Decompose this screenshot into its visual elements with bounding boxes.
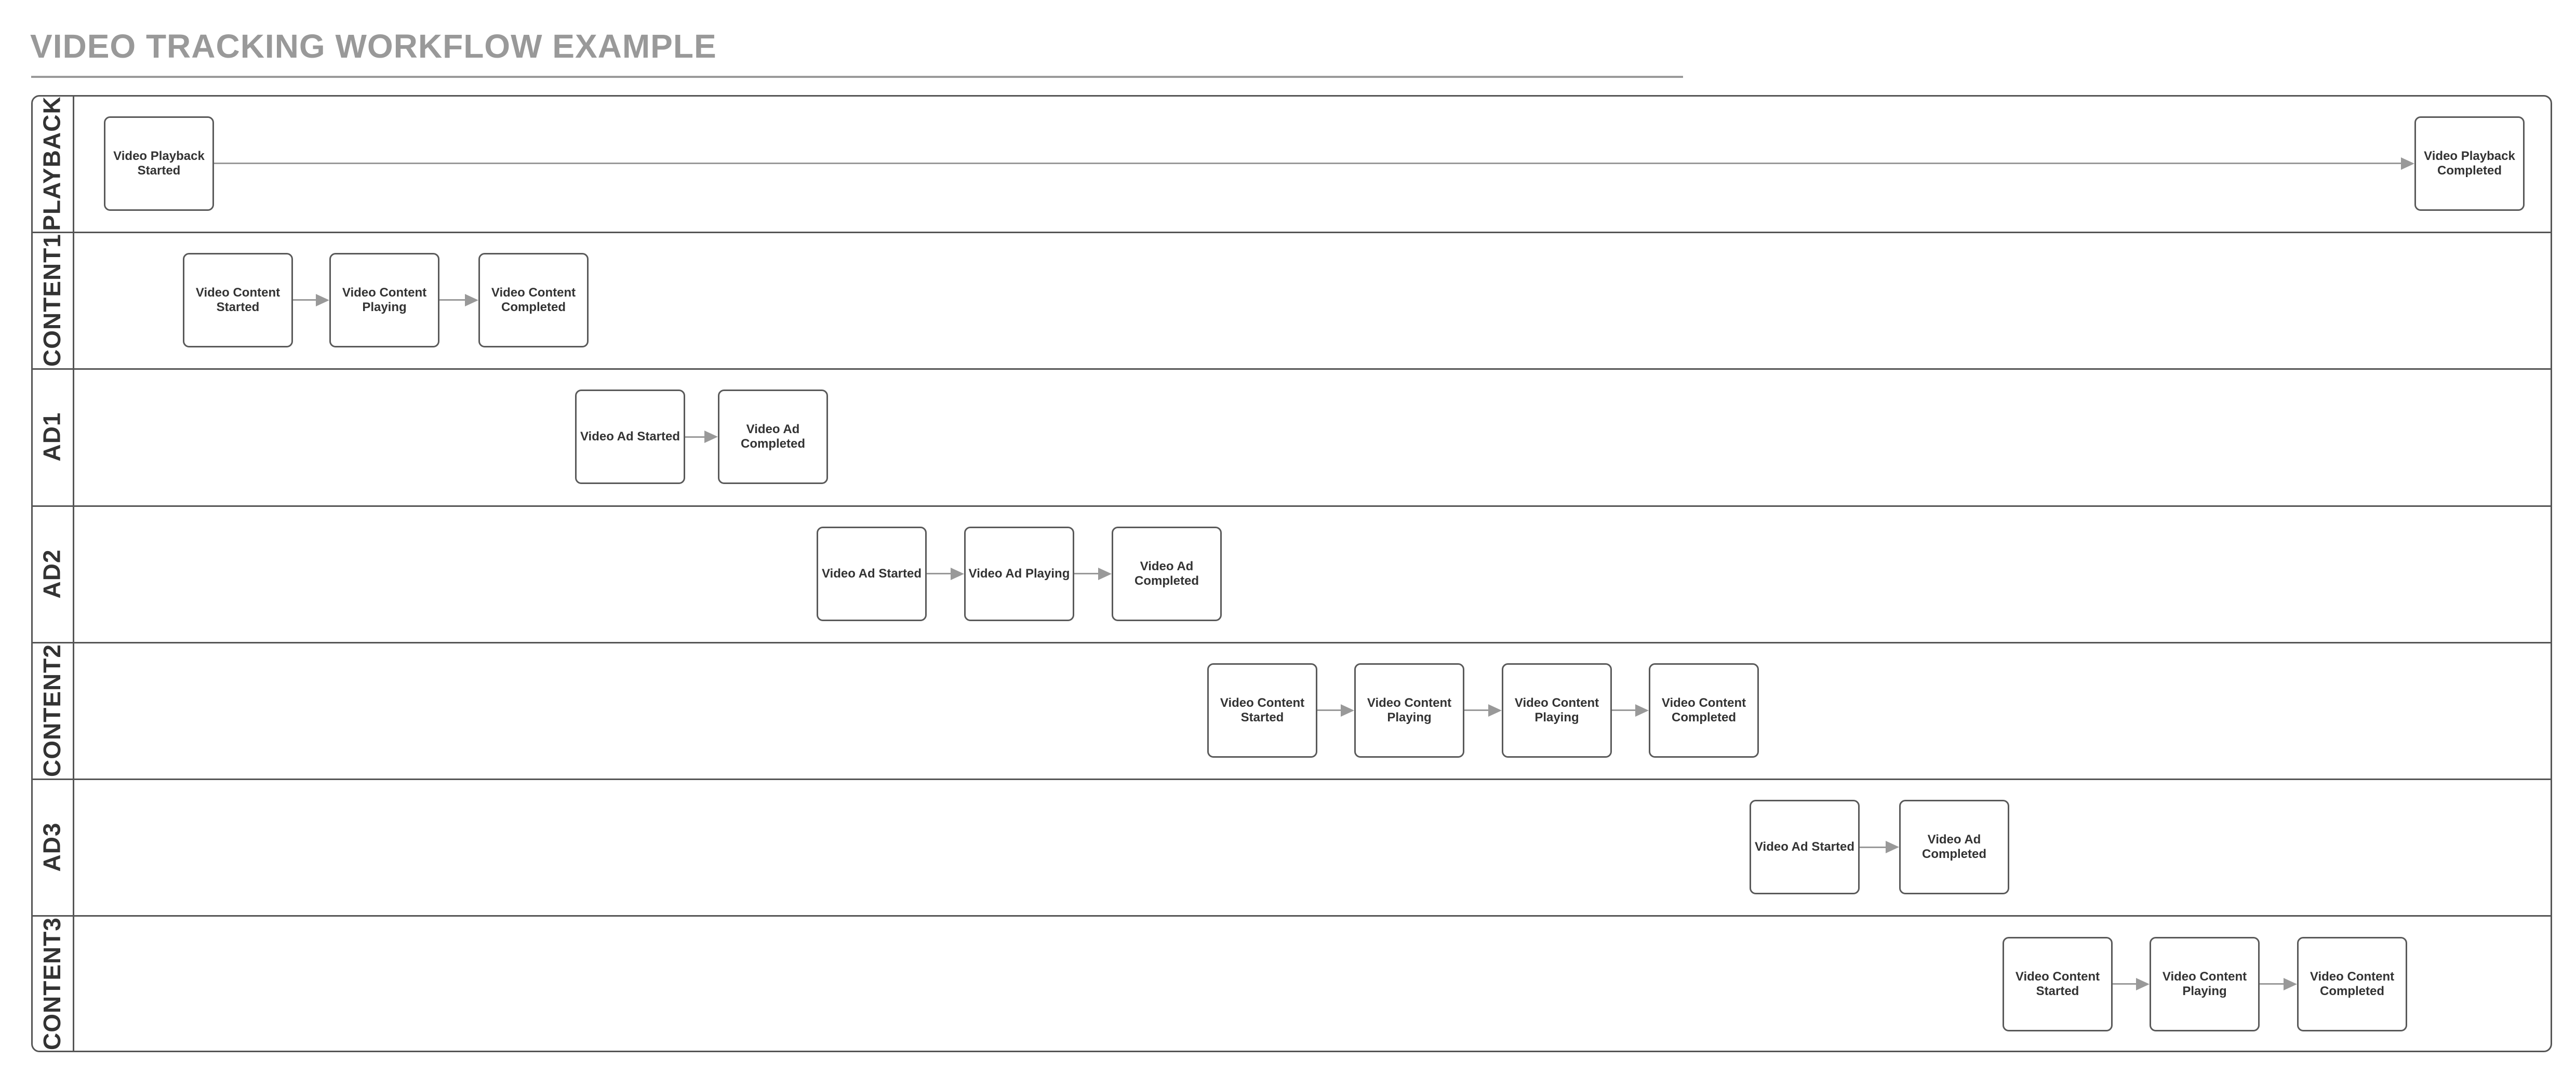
node-video-ad-completed[interactable]: Video Ad Completed — [1899, 800, 2009, 894]
connector-line — [685, 436, 705, 438]
arrow-right-icon — [1341, 704, 1354, 717]
arrow-right-icon — [316, 294, 329, 306]
arrow-right-icon — [1098, 568, 1112, 580]
node-video-content-playing[interactable]: Video Content Playing — [1354, 663, 1464, 758]
lane-label-playback: PLAYBACK — [31, 95, 73, 232]
page-title: VIDEO TRACKING WORKFLOW EXAMPLE — [30, 28, 717, 65]
lane-label-content2: CONTENT2 — [31, 642, 73, 779]
arrow-right-icon — [704, 431, 718, 443]
lane-label-ad3: AD3 — [31, 779, 73, 915]
lane-label-text: CONTENT1 — [38, 233, 65, 367]
connector-line — [439, 299, 466, 301]
lane-label-text: AD1 — [38, 412, 65, 462]
connector-line — [1860, 847, 1887, 848]
lane-label-text: CONTENT3 — [38, 917, 65, 1050]
node-video-content-started[interactable]: Video Content Started — [183, 253, 293, 347]
connector-line — [2260, 983, 2285, 985]
arrow-right-icon — [1635, 704, 1649, 717]
connector-line — [1317, 709, 1342, 711]
node-video-ad-completed[interactable]: Video Ad Completed — [1112, 527, 1222, 621]
connector-line — [1074, 573, 1099, 574]
lane-label-content3: CONTENT3 — [31, 915, 73, 1052]
node-video-ad-started[interactable]: Video Ad Started — [1750, 800, 1860, 894]
connector-line — [214, 163, 2402, 164]
node-video-ad-playing[interactable]: Video Ad Playing — [964, 527, 1074, 621]
arrow-right-icon — [1886, 841, 1899, 853]
node-video-ad-started[interactable]: Video Ad Started — [575, 390, 685, 484]
lane-divider — [31, 915, 2552, 917]
node-video-content-started[interactable]: Video Content Started — [1207, 663, 1317, 758]
node-video-content-playing[interactable]: Video Content Playing — [2150, 937, 2260, 1031]
connector-line — [927, 573, 952, 574]
lane-divider — [31, 232, 2552, 233]
connector-line — [293, 299, 317, 301]
node-video-playback-completed[interactable]: Video Playback Completed — [2414, 116, 2525, 211]
node-video-ad-completed[interactable]: Video Ad Completed — [718, 390, 828, 484]
node-video-content-started[interactable]: Video Content Started — [2003, 937, 2113, 1031]
lane-label-ad1: AD1 — [31, 368, 73, 505]
node-video-content-playing[interactable]: Video Content Playing — [329, 253, 439, 347]
label-column-divider — [73, 95, 74, 1052]
lane-label-text: PLAYBACK — [38, 96, 65, 231]
arrow-right-icon — [2401, 157, 2414, 170]
lane-divider — [31, 368, 2552, 370]
lane-label-text: CONTENT2 — [38, 643, 65, 777]
node-video-content-playing[interactable]: Video Content Playing — [1502, 663, 1612, 758]
node-video-content-completed[interactable]: Video Content Completed — [1649, 663, 1759, 758]
connector-line — [1612, 709, 1636, 711]
node-video-playback-started[interactable]: Video Playback Started — [104, 116, 214, 211]
node-video-content-completed[interactable]: Video Content Completed — [478, 253, 589, 347]
lane-label-text: AD2 — [38, 548, 65, 599]
arrow-right-icon — [2284, 978, 2297, 990]
swimlane-frame — [31, 95, 2552, 1052]
lane-divider — [31, 505, 2552, 507]
lane-label-ad2: AD2 — [31, 505, 73, 642]
lane-label-text: AD3 — [38, 822, 65, 872]
arrow-right-icon — [2136, 978, 2150, 990]
connector-line — [1464, 709, 1489, 711]
connector-line — [2113, 983, 2137, 985]
arrow-right-icon — [465, 294, 478, 306]
lane-divider — [31, 642, 2552, 643]
title-underline — [31, 76, 1683, 78]
lane-label-content1: CONTENT1 — [31, 232, 73, 368]
node-video-content-completed[interactable]: Video Content Completed — [2297, 937, 2407, 1031]
arrow-right-icon — [951, 568, 964, 580]
node-video-ad-started[interactable]: Video Ad Started — [817, 527, 927, 621]
arrow-right-icon — [1488, 704, 1502, 717]
lane-divider — [31, 779, 2552, 780]
